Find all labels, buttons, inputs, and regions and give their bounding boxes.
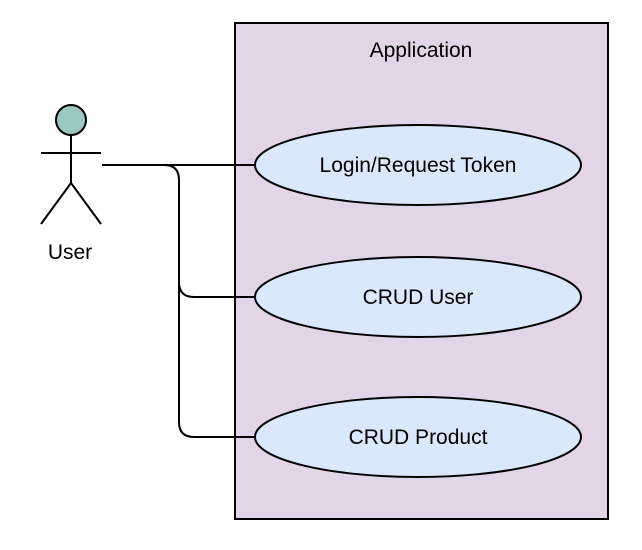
use-case-label: CRUD Product <box>349 426 488 449</box>
connector-crud-product <box>178 282 258 438</box>
use-case-crud-product: CRUD Product <box>254 396 582 478</box>
actor-stick-figure <box>40 135 102 225</box>
actor-user: User <box>40 104 102 264</box>
use-case-login: Login/Request Token <box>254 124 582 206</box>
use-case-ellipse <box>254 396 582 478</box>
use-case-label: CRUD User <box>363 286 474 309</box>
system-title: Application <box>370 39 473 62</box>
use-case-crud-user: CRUD User <box>254 256 582 338</box>
connector-crud-user <box>102 164 258 298</box>
actor-head <box>55 104 87 136</box>
actor-right-leg <box>70 182 102 225</box>
actor-left-leg <box>40 182 72 225</box>
actor-label: User <box>48 241 92 264</box>
use-case-ellipse <box>254 124 582 206</box>
use-case-label: Login/Request Token <box>320 154 517 177</box>
use-case-ellipse <box>254 256 582 338</box>
connectors <box>102 164 258 438</box>
